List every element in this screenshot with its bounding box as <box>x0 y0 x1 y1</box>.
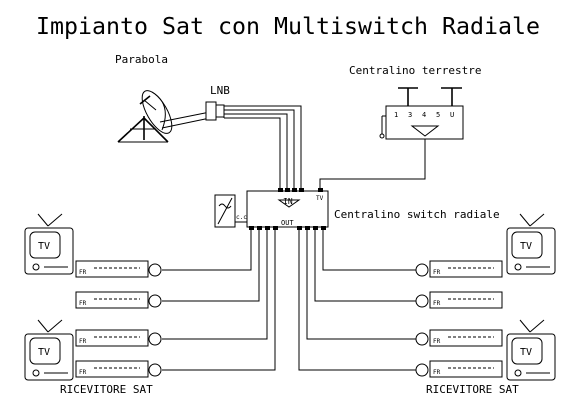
receiver-right-4 <box>415 360 503 378</box>
receiver-left-2-label: FR <box>79 300 87 307</box>
output-cables <box>162 230 416 371</box>
switch-out-label: OUT <box>281 219 294 227</box>
receiver-right-3-label: FR <box>433 338 441 345</box>
receiver-left-2 <box>75 291 162 309</box>
terrestrial-amplifier <box>319 87 464 191</box>
switch-tv-label: TV <box>316 195 324 202</box>
tv-right-bottom-label: TV <box>520 347 532 358</box>
tv-right-bottom <box>506 319 556 381</box>
terrestrial-amp-label: Centralino terrestre <box>349 64 481 77</box>
receivers-right-caption: RICEVITORE SAT <box>426 383 519 396</box>
receiver-right-1 <box>415 260 503 278</box>
tv-left-top <box>24 213 74 275</box>
dish-label: Parabola <box>115 53 168 66</box>
amp-input-5: 5 <box>436 111 440 119</box>
satellite-dish-icon <box>117 90 211 143</box>
tv-left-top-label: TV <box>38 241 50 252</box>
diagram-title: Impianto Sat con Multiswitch Radiale <box>36 14 540 40</box>
power-supply-label: c.c. <box>236 214 250 221</box>
receivers-left-caption: RICEVITORE SAT <box>60 383 153 396</box>
power-supply <box>214 194 247 228</box>
receiver-right-2-label: FR <box>433 300 441 307</box>
switch-label: Centralino switch radiale <box>334 208 500 221</box>
receiver-left-3 <box>75 329 162 347</box>
amp-input-1: 1 <box>394 111 398 119</box>
amp-input-u: U <box>450 111 454 119</box>
receiver-left-4 <box>75 360 162 378</box>
receiver-left-1-label: FR <box>79 269 87 276</box>
amp-input-4: 4 <box>422 111 426 119</box>
lnb-icon <box>205 101 225 121</box>
receiver-right-4-label: FR <box>433 369 441 376</box>
tv-left-bottom <box>24 319 74 381</box>
receiver-left-1 <box>75 260 162 278</box>
receiver-right-3 <box>415 329 503 347</box>
tv-right-top-label: TV <box>520 241 532 252</box>
lnb-label: LNB <box>210 84 230 97</box>
receiver-right-2 <box>415 291 503 309</box>
tv-right-top <box>506 213 556 275</box>
amp-input-3: 3 <box>408 111 412 119</box>
receiver-left-4-label: FR <box>79 369 87 376</box>
tv-left-bottom-label: TV <box>38 347 50 358</box>
radial-switch <box>246 188 329 230</box>
receiver-right-1-label: FR <box>433 269 441 276</box>
receiver-left-3-label: FR <box>79 338 87 345</box>
lnb-cables <box>223 105 302 191</box>
switch-in-label: IN <box>283 197 293 206</box>
